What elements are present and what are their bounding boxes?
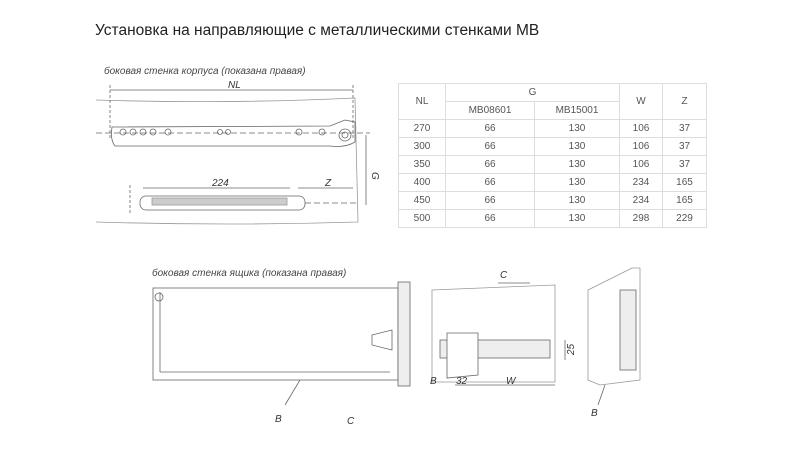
- table-cell: 400: [398, 173, 446, 192]
- table-cell: 130: [534, 137, 620, 156]
- header-z: Z: [662, 83, 707, 120]
- g-label: G: [369, 172, 380, 180]
- c-label-2: C: [500, 270, 508, 281]
- cabinet-side-caption: боковая стенка корпуса (показана правая): [104, 66, 306, 77]
- table-cell: 66: [445, 119, 535, 138]
- header-g2: MB15001: [534, 101, 620, 120]
- table-cell: 300: [398, 137, 446, 156]
- page-title: Установка на направляющие с металлически…: [95, 22, 540, 39]
- nl-label: NL: [228, 80, 241, 91]
- dim-32-label: 32: [456, 376, 468, 387]
- w-label: W: [506, 376, 517, 387]
- table-cell: 106: [619, 119, 663, 138]
- b-label-3: B: [591, 408, 598, 419]
- table-cell: 130: [534, 173, 620, 192]
- table-cell: 106: [619, 155, 663, 174]
- cabinet-rail: [111, 119, 356, 147]
- c-label-1: C: [347, 416, 355, 427]
- table-cell: 130: [534, 209, 620, 228]
- table-cell: 298: [619, 209, 663, 228]
- table-cell: 229: [662, 209, 707, 228]
- header-w: W: [619, 83, 663, 120]
- b-label-2: B: [430, 376, 437, 387]
- drawer-side-caption: боковая стенка ящика (показана правая): [152, 268, 347, 279]
- b-label-1: B: [275, 414, 282, 425]
- z-label: Z: [324, 178, 332, 189]
- table-cell: 37: [662, 155, 707, 174]
- table-cell: 130: [534, 155, 620, 174]
- dim-25-label: 25: [566, 343, 577, 356]
- header-g: G: [445, 83, 620, 102]
- drawer-side-panel: [152, 287, 399, 381]
- table-cell: 350: [398, 155, 446, 174]
- table-cell: 500: [398, 209, 446, 228]
- table-cell: 234: [619, 191, 663, 210]
- table-cell: 270: [398, 119, 446, 138]
- section-view: [431, 284, 556, 383]
- table-cell: 106: [619, 137, 663, 156]
- table-cell: 130: [534, 119, 620, 138]
- table-cell: 66: [445, 209, 535, 228]
- table-cell: 66: [445, 191, 535, 210]
- header-nl: NL: [398, 83, 446, 120]
- table-cell: 234: [619, 173, 663, 192]
- front-view: [587, 267, 641, 386]
- drawer-front: [397, 281, 411, 387]
- table-cell: 37: [662, 137, 707, 156]
- table-cell: 66: [445, 173, 535, 192]
- table-cell: 450: [398, 191, 446, 210]
- header-g1: MB08601: [445, 101, 535, 120]
- table-cell: 37: [662, 119, 707, 138]
- dim-224-label: 224: [211, 178, 229, 189]
- table-cell: 165: [662, 191, 707, 210]
- cabinet-panel: [95, 97, 359, 225]
- table-cell: 165: [662, 173, 707, 192]
- table-cell: 66: [445, 137, 535, 156]
- table-cell: 130: [534, 191, 620, 210]
- table-cell: 66: [445, 155, 535, 174]
